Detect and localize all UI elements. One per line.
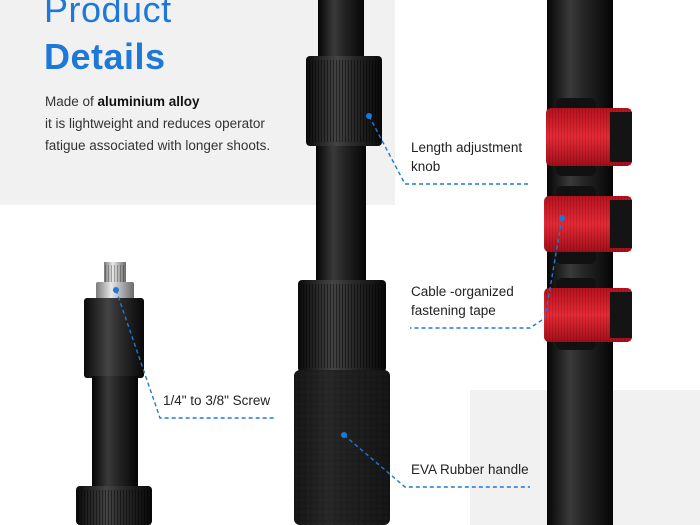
callout-dot-knob xyxy=(366,113,372,119)
leader-tape xyxy=(410,217,563,329)
heading-line-1: Product xyxy=(44,0,172,30)
description-line-1: Made of aluminium alloy xyxy=(45,91,200,113)
callout-fastening-tape: Cable -organized fastening tape xyxy=(411,282,514,320)
center-pole xyxy=(294,0,390,525)
callout-knob-line-2: knob xyxy=(411,159,441,174)
callout-tape-line-2: fastening tape xyxy=(411,303,496,318)
callout-screw: 1/4" to 3/8" Screw xyxy=(163,393,271,408)
description-material: aluminium alloy xyxy=(97,94,200,109)
description-line-2: it is lightweight and reduces operator xyxy=(45,116,265,131)
strap-2 xyxy=(544,186,632,264)
strap-1 xyxy=(546,98,632,176)
description-prefix: Made of xyxy=(45,94,98,109)
leader-screw xyxy=(115,289,276,419)
strap-3 xyxy=(544,278,632,350)
screw-tip-pole xyxy=(76,262,152,525)
callout-dot-tape xyxy=(559,215,565,221)
callout-rubber-handle: EVA Rubber handle xyxy=(411,462,529,477)
callout-tape-line-1: Cable -organized xyxy=(411,284,514,299)
heading-line-2: Details xyxy=(44,36,166,77)
callout-knob-line-1: Length adjustment xyxy=(411,140,523,155)
callout-dot-handle xyxy=(341,432,347,438)
leader-handle xyxy=(343,434,530,488)
callout-length-knob: Length adjustment knob xyxy=(411,138,522,176)
callout-dot-screw xyxy=(113,287,119,293)
description-line-3: fatigue associated with longer shoots. xyxy=(45,138,271,153)
strap-pole xyxy=(544,0,632,525)
